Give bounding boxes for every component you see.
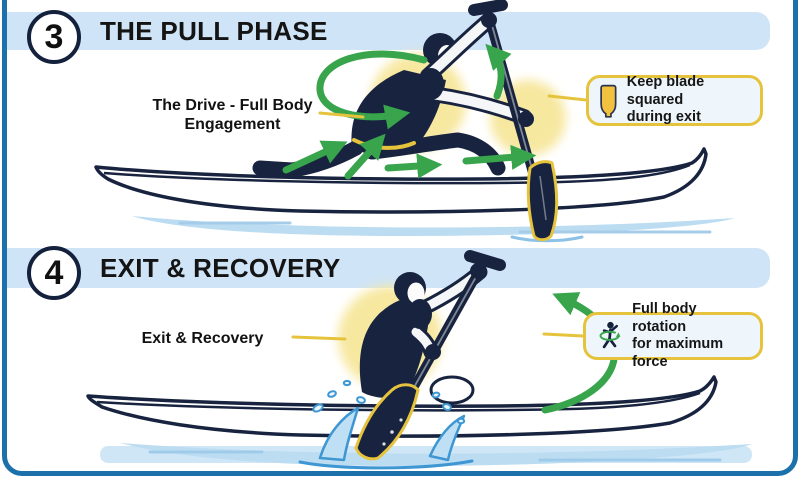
paddle-blade — [526, 160, 559, 242]
rotation-person-icon — [599, 321, 621, 349]
panel4-title: EXIT & RECOVERY — [100, 252, 341, 283]
callout-connector-panel4 — [542, 332, 585, 338]
paddle-t-grip — [468, 0, 508, 16]
paddle-blade — [354, 383, 420, 461]
panel4-label: Exit & Recovery — [141, 330, 264, 347]
water-panel3 — [132, 216, 735, 243]
panel3-label-line2: Engagement — [184, 116, 281, 133]
panel4-header-band — [4, 248, 770, 288]
panel3-header-band — [4, 12, 770, 50]
paddle-blade-icon — [600, 84, 617, 118]
paddle-panel4 — [354, 250, 506, 461]
paddler-lower-hand — [518, 111, 534, 127]
panel3-title: THE PULL PHASE — [100, 15, 328, 46]
paddler-top-hand — [481, 12, 497, 28]
canoe — [94, 147, 708, 214]
callout-connector-panel3 — [547, 94, 588, 102]
panel3-callout: Keep blade squared during exit — [586, 74, 763, 126]
panel3-label: The Drive - Full Body Engagement — [105, 96, 360, 134]
recovery-arc-arrow — [541, 292, 618, 414]
step-number-4: 4 — [27, 246, 81, 300]
panel4-callout: Full body rotation for maximum force — [583, 301, 763, 370]
pull-phase-illustration — [94, 0, 735, 243]
paddler-knee — [429, 375, 475, 405]
step-number-4-text: 4 — [44, 253, 64, 292]
step-number-3: 3 — [27, 10, 81, 64]
water-panel4 — [100, 443, 752, 466]
panel3-callout-text: Keep blade squared during exit — [626, 74, 705, 126]
paddler-lower-hand — [425, 344, 441, 360]
exit-recovery-illustration — [86, 250, 752, 470]
water-splash — [298, 379, 474, 470]
panel4-callout-text: Full body rotation for maximum force — [632, 301, 724, 370]
label-connector-panel3 — [318, 111, 365, 119]
label-connector-panel4 — [291, 335, 347, 341]
panel3-label-line1: The Drive - Full Body — [152, 97, 313, 114]
paddler-top-hand — [470, 263, 486, 279]
step-number-3-text: 3 — [44, 17, 64, 56]
shaft-up-arrow — [485, 43, 512, 100]
